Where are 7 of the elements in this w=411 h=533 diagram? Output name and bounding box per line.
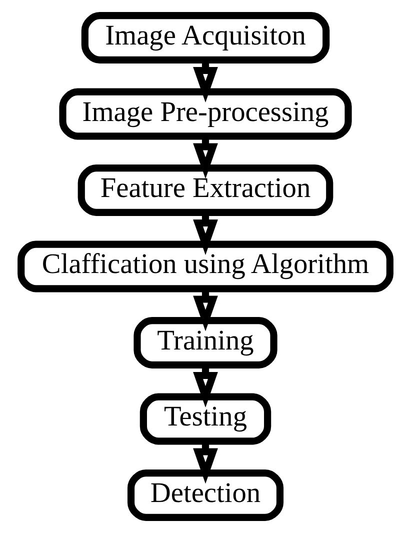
node-box: Image Pre-processing — [59, 88, 352, 140]
node-box: Image Acquisiton — [81, 12, 330, 64]
node-box: Training — [134, 317, 278, 368]
node-box: Claffication using Algorithm — [18, 240, 394, 292]
node-box: Testing — [140, 393, 272, 445]
node-box: Feature Extraction — [78, 164, 334, 216]
node-box: Detection — [127, 470, 284, 521]
